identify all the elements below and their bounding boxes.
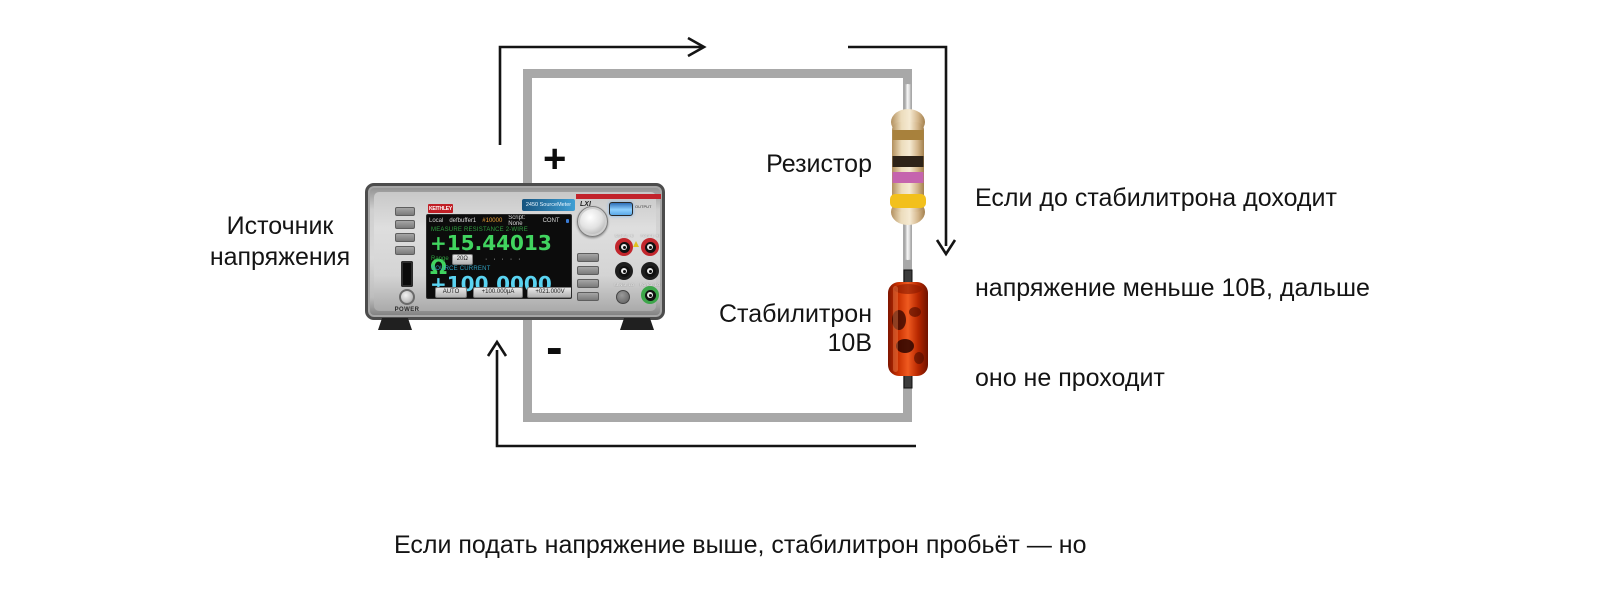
status-script: Script: None	[508, 215, 526, 227]
power-label: POWER	[394, 307, 420, 313]
note-right: Если до стабилитрона доходит напряжение …	[975, 184, 1370, 392]
accent-stripe	[576, 194, 661, 199]
output-button	[609, 202, 633, 216]
panel-button	[395, 207, 415, 216]
panel-button	[577, 266, 599, 275]
instrument-screen: Local defbuffer1 #10000 Script: None CON…	[426, 214, 572, 299]
status-buffer: defbuffer1	[449, 218, 477, 224]
device-foot	[620, 318, 654, 330]
lxi-logo: LXI	[580, 201, 591, 208]
plus-sign: +	[543, 137, 567, 181]
wire-left-lower	[523, 314, 532, 422]
panel-button	[577, 279, 599, 288]
panel-button	[395, 246, 415, 255]
banana-jack-ground	[641, 286, 659, 304]
softkey-auto: AUTO	[435, 287, 467, 298]
banana-jack-sense-lo	[615, 262, 633, 280]
range-row: Range 20Ω	[431, 254, 473, 265]
arrowhead-down-icon	[935, 239, 957, 257]
source-label: Источник напряжения	[209, 212, 351, 271]
usb-port	[401, 261, 413, 287]
keithley-logo: KEITHLEY	[428, 204, 453, 213]
status-bar: Local defbuffer1 #10000 Script: None CON…	[429, 215, 569, 227]
source-function-label: SOURCE CURRENT	[431, 266, 491, 272]
wire-bottom	[523, 413, 912, 422]
status-buffer-count: #10000	[482, 218, 503, 224]
source-meter-device: POWER KEITHLEY 2450 SourceMeter LXI Loca…	[365, 183, 665, 320]
model-banner: 2450 SourceMeter	[522, 199, 575, 211]
sense-hi-label: SENSE HI	[614, 233, 634, 238]
resistor-component	[890, 84, 926, 260]
chassis-ground-button	[616, 290, 630, 304]
softkey-row: AUTO +100.000µA +021.000V	[427, 287, 571, 298]
measure-function-label: MEASURE RESISTANCE 2-WIRE	[431, 227, 528, 233]
resistor-label: Резистор	[766, 150, 872, 178]
output-label: OUTPUT	[635, 204, 652, 209]
flow-arrow-bottom	[495, 350, 916, 448]
minus-sign: -	[546, 319, 563, 375]
arrowhead-right-icon	[687, 36, 707, 58]
banana-jack-sense-hi	[615, 238, 633, 256]
warning-triangle-icon	[633, 241, 639, 247]
panel-button	[577, 253, 599, 262]
zener-diode-component	[888, 269, 928, 389]
panel-button	[395, 233, 415, 242]
softkey-source: +100.000µA	[473, 287, 523, 298]
flow-arrow-top	[498, 45, 702, 145]
note-bottom: Если подать напряжение выше, стабилитрон…	[394, 531, 1087, 559]
arrowhead-up-icon	[486, 339, 508, 357]
sense-lo-label: SENSE LO	[613, 282, 634, 287]
range-label: Range	[431, 256, 449, 263]
status-local: Local	[429, 218, 444, 224]
range-value-chip: 20Ω	[451, 254, 473, 265]
zener-label: Стабилитрон 10В	[718, 300, 872, 357]
force-lo-label: FORCE LO	[639, 282, 661, 287]
panel-button	[395, 220, 415, 229]
power-button	[399, 289, 415, 305]
status-led-icon	[565, 219, 569, 223]
panel-button	[577, 292, 599, 301]
status-cont: CONT	[542, 218, 560, 224]
banana-jack-force-lo	[641, 262, 659, 280]
measure-reading: +15.44013 Ω	[430, 231, 552, 279]
wire-top	[523, 69, 912, 78]
force-hi-label: FORCE HI	[640, 233, 660, 238]
wire-left-upper	[523, 69, 532, 189]
limit-dots: · · · · ·	[485, 256, 523, 263]
softkey-limit: +021.000V	[527, 287, 571, 298]
banana-jack-force-hi	[641, 238, 659, 256]
flow-line-right	[848, 45, 948, 246]
control-knob	[577, 206, 608, 237]
device-foot	[378, 318, 412, 330]
